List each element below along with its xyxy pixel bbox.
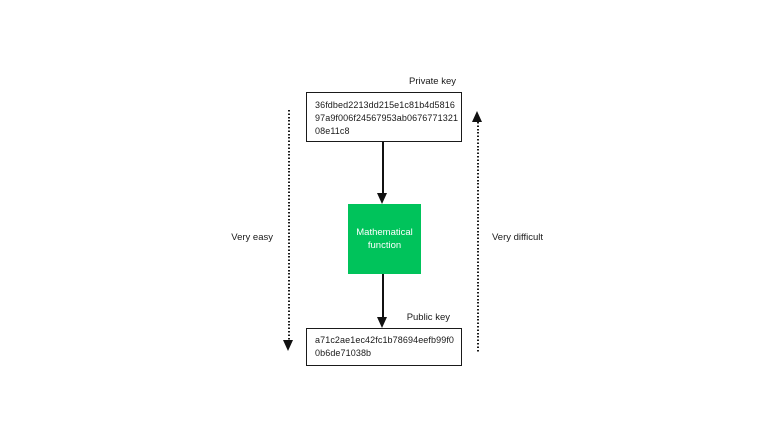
mathematical-function-label: Mathematical function <box>356 227 413 251</box>
private-key-label: Private key <box>409 76 456 87</box>
public-key-box: a71c2ae1ec42fc1b78694eefb99f0 0b6de71038… <box>306 328 462 366</box>
public-key-value-line: 0b6de71038b <box>315 348 372 358</box>
private-key-value-line: 36fdbed2213dd215e1c81b4d5816 <box>315 100 455 110</box>
easy-direction-arrowhead-icon <box>283 340 293 351</box>
very-difficult-label: Very difficult <box>492 232 544 243</box>
very-easy-label: Very easy <box>231 232 273 243</box>
private-key-box: 36fdbed2213dd215e1c81b4d5816 97a9f006f24… <box>306 92 462 142</box>
private-key-value-line: 08e11c8 <box>315 126 350 136</box>
difficult-direction-dotted-line <box>477 122 479 352</box>
mathematical-function-box: Mathematical function <box>348 204 421 274</box>
function-to-public-arrow-line <box>382 274 384 317</box>
private-to-function-arrow-line <box>382 142 384 194</box>
private-key-value-line: 97a9f006f24567953ab0676771321 <box>315 113 459 123</box>
easy-direction-dotted-line <box>288 110 290 340</box>
private-to-function-arrowhead-icon <box>377 193 387 204</box>
difficult-direction-arrowhead-icon <box>472 111 482 122</box>
public-key-value-line: a71c2ae1ec42fc1b78694eefb99f0 <box>315 335 455 345</box>
function-to-public-arrowhead-icon <box>377 317 387 328</box>
public-key-label: Public key <box>406 312 450 323</box>
